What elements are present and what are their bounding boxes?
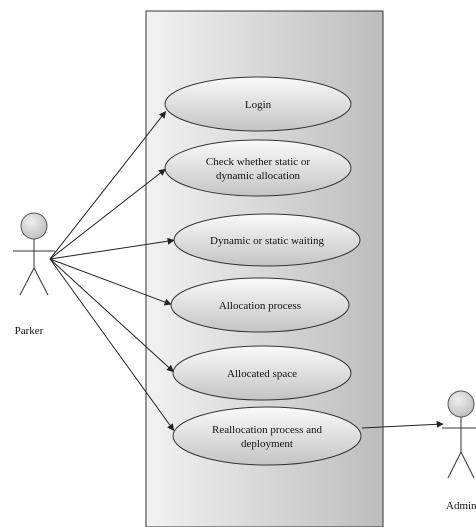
association-parker-waiting xyxy=(49,237,175,260)
actor-admin: Admin xyxy=(442,390,476,512)
use-case-reallocation: Reallocation process and deployment xyxy=(172,406,362,466)
actor-admin-label: Admin xyxy=(446,500,476,512)
actor-parker-left-leg xyxy=(19,267,35,296)
use-case-login: Login xyxy=(164,76,352,132)
association-parker-allocated-space xyxy=(49,258,174,373)
use-case-check-allocation: Check whether static or dynamic allocatio… xyxy=(164,139,352,197)
use-case-ellipse xyxy=(172,406,362,466)
use-case-label: Allocated space xyxy=(227,368,297,380)
use-case-label: Reallocation process and xyxy=(212,424,322,436)
association-parker-check-allocation xyxy=(49,168,166,260)
use-case-label: dynamic allocation xyxy=(216,170,300,182)
association-parker-allocation-process xyxy=(49,258,172,306)
association-parker-login xyxy=(49,111,167,260)
use-case-ellipse xyxy=(172,345,352,401)
use-case-ellipse xyxy=(164,139,352,197)
use-case-label: Check whether static or xyxy=(206,156,310,168)
use-case-allocated-space: Allocated space xyxy=(172,345,352,401)
use-case-ellipse xyxy=(164,76,352,132)
use-case-label: Login xyxy=(245,99,272,111)
use-case-label: Dynamic or static waiting xyxy=(210,235,324,247)
association-parker-reallocation xyxy=(49,258,175,431)
actor-parker: Parker xyxy=(13,212,55,337)
association-reallocation-admin xyxy=(361,420,444,429)
use-case-allocation-process: Allocation process xyxy=(170,277,350,333)
use-case-waiting: Dynamic or static waiting xyxy=(173,213,361,267)
actor-parker-right-leg xyxy=(33,267,49,296)
actor-admin-head xyxy=(447,390,475,418)
use-case-label: Allocation process xyxy=(219,300,301,312)
actor-parker-label: Parker xyxy=(15,325,44,337)
actor-parker-head xyxy=(20,212,48,240)
actor-admin-left-leg xyxy=(447,451,462,479)
use-case-label: deployment xyxy=(241,438,293,450)
actor-admin-right-leg xyxy=(460,451,475,479)
